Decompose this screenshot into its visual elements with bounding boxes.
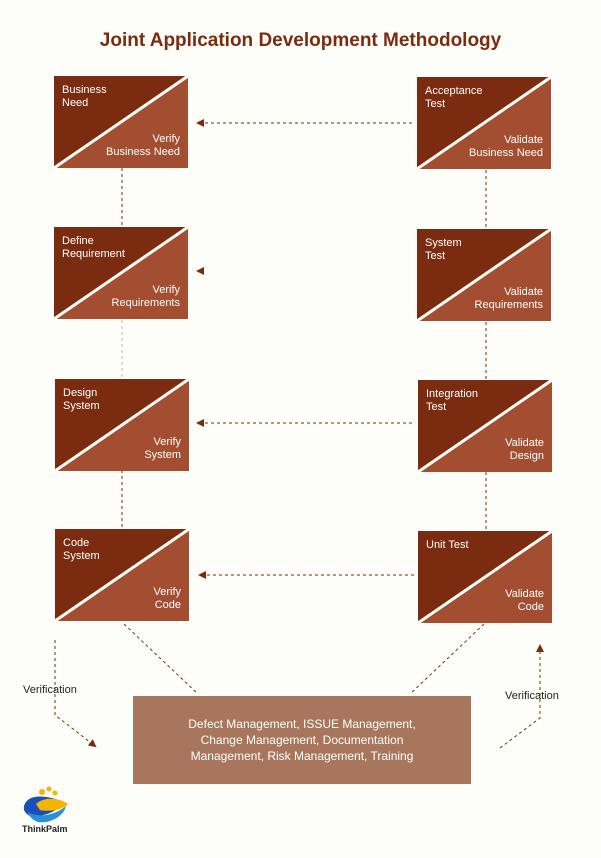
box-label-bottom: Validate Business Need — [469, 134, 543, 159]
thinkpalm-logo-icon — [23, 786, 68, 823]
box-label-top: Business Need — [62, 84, 107, 109]
box-label-top: Acceptance Test — [425, 85, 483, 110]
box-label-bottom: Verify System — [144, 436, 181, 461]
box-label-bottom: Verify Code — [153, 586, 181, 611]
box-label-top: Integration Test — [426, 388, 478, 413]
defect-management-text: Defect Management, ISSUE Management, Cha… — [188, 717, 416, 763]
box-label-top: Define Requirement — [62, 235, 125, 260]
verification-label-right: Verification — [505, 690, 559, 702]
box-label-bottom: Verify Requirements — [111, 284, 180, 309]
box-integration-test: Integration Test Validate Design — [418, 380, 552, 472]
box-label-top: Code System — [63, 537, 100, 562]
box-label-top: System Test — [425, 237, 462, 262]
box-code-system: Code System Verify Code — [55, 529, 189, 621]
box-label-bottom: Validate Design — [505, 437, 544, 462]
box-label-top: Unit Test — [426, 539, 469, 551]
box-business-need: Business Need Verify Business Need — [54, 76, 188, 168]
box-unit-test: Unit Test Validate Code — [418, 531, 552, 623]
box-label-top: Design System — [63, 387, 100, 412]
box-label-bottom: Validate Requirements — [474, 286, 543, 311]
defect-management-box: Defect Management, ISSUE Management, Cha… — [133, 696, 471, 784]
page-title: Joint Application Development Methodolog… — [99, 30, 502, 51]
box-define-requirement: Define Requirement Verify Requirements — [54, 227, 188, 319]
box-label-bottom: Verify Business Need — [106, 133, 180, 158]
box-system-test: System Test Validate Requirements — [417, 229, 551, 321]
logo-text: ThinkPalm — [22, 824, 68, 834]
box-label-bottom: Validate Code — [505, 588, 544, 613]
box-acceptance-test: Acceptance Test Validate Business Need — [417, 77, 551, 169]
verification-label-left: Verification — [23, 684, 77, 696]
box-design-system: Design System Verify System — [55, 379, 189, 471]
